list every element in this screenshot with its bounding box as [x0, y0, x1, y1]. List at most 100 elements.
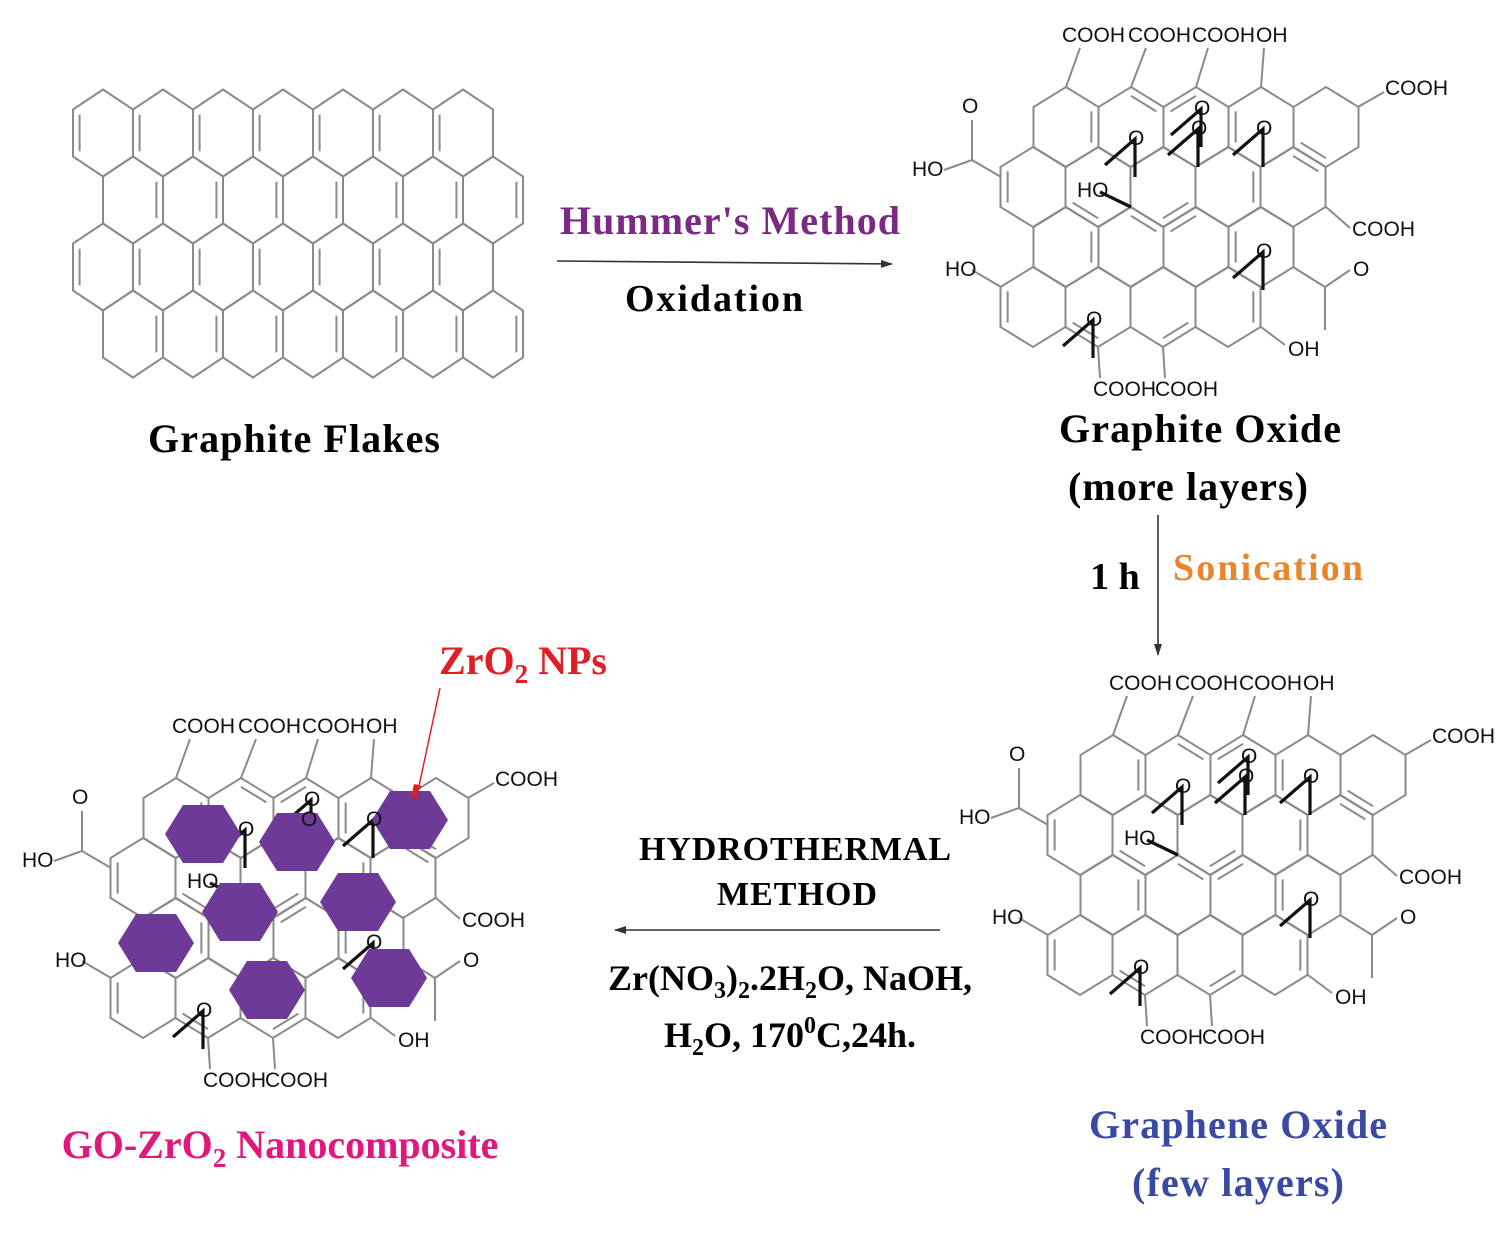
go-zro2-structure: [53, 738, 495, 1070]
bond: [1242, 695, 1256, 736]
bond: [467, 782, 495, 799]
zro2-nanoparticle: [259, 813, 335, 871]
double-bond: [1130, 214, 1157, 233]
functional-group-label: COOH: [265, 1069, 328, 1092]
functional-group-label: COOH: [1192, 24, 1255, 47]
bond: [1292, 266, 1326, 288]
bond: [971, 269, 1002, 288]
bond: [1209, 994, 1213, 1027]
double-bond: [1217, 742, 1244, 761]
double-bond: [272, 1012, 299, 1031]
double-bond: [1162, 201, 1189, 220]
bond: [1404, 739, 1432, 756]
epoxide-bond: [1213, 773, 1247, 815]
epoxide-oxygen: O: [366, 931, 382, 954]
functional-group-label: HO: [992, 906, 1024, 929]
carbon-ring: [1097, 205, 1165, 289]
bond: [1325, 206, 1351, 229]
double-bond: [1170, 94, 1197, 113]
functional-group-label: COOH: [302, 715, 365, 738]
zro2-nanoparticle: [165, 805, 241, 863]
double-bond: [1292, 154, 1319, 173]
graphite-ring: [342, 289, 404, 379]
bond: [1097, 346, 1101, 379]
functional-group-label: COOH: [1093, 378, 1156, 401]
graphite-oxide-structure: [943, 47, 1385, 379]
hummers-method-label: Hummer's Method: [560, 198, 900, 243]
carbon-ring: [1144, 853, 1212, 937]
carbon-ring: [1176, 793, 1244, 877]
bond: [943, 159, 973, 171]
zro2-nanoparticle: [372, 791, 448, 849]
graphite-oxide-label: Graphite Oxide: [1059, 406, 1341, 451]
functional-group-label: O: [962, 95, 978, 118]
epoxide-oxygen: O: [1194, 97, 1210, 120]
epoxide-oxygen: O: [366, 808, 382, 831]
functional-group-label: HO: [959, 806, 991, 829]
carbon-ring: [1292, 85, 1360, 169]
epoxide-bond: [1278, 896, 1312, 938]
carbon-ring: [999, 265, 1067, 349]
functional-group-label: COOH: [1128, 24, 1191, 47]
zro2-nanoparticle: [320, 873, 396, 931]
epoxide-oxygen: O: [1191, 117, 1207, 140]
double-bond: [1347, 789, 1374, 808]
carbon-ring: [1046, 913, 1114, 997]
functional-group-label: HO: [1077, 179, 1109, 202]
zro2-nanoparticle: [229, 961, 305, 1019]
carbon-ring: [1129, 145, 1197, 229]
bond: [53, 850, 83, 862]
bond: [971, 159, 1002, 178]
double-bond: [1072, 201, 1099, 220]
bond: [1162, 346, 1166, 379]
double-bond: [1217, 862, 1244, 881]
epoxide-oxygen: O: [1303, 888, 1319, 911]
bond: [370, 738, 375, 779]
carbon-ring: [1032, 85, 1100, 169]
bond: [1260, 47, 1265, 88]
functional-group-label: HO: [945, 258, 977, 281]
method-label: METHOD: [717, 876, 877, 913]
zro2-nanoparticle: [351, 949, 427, 1007]
graphite-flakes-label: Graphite Flakes: [148, 416, 440, 461]
epoxide-bond: [1169, 105, 1203, 147]
carbon-ring: [1032, 205, 1100, 289]
functional-group-label: COOH: [1175, 672, 1238, 695]
functional-group-label: COOH: [1202, 1026, 1265, 1049]
bond: [1372, 854, 1398, 877]
functional-group-label: HO: [912, 158, 944, 181]
bond: [1144, 994, 1148, 1027]
bond: [207, 1037, 211, 1070]
graphite-ring: [462, 289, 524, 379]
epoxide-bond: [1166, 125, 1200, 167]
bond: [1112, 695, 1128, 736]
bond: [1177, 695, 1194, 736]
double-bond: [1177, 862, 1204, 881]
epoxide-bond: [171, 1007, 205, 1049]
functional-group-label: COOH: [1140, 1026, 1203, 1049]
graphene-oxide-label: Graphene Oxide: [1089, 1102, 1387, 1147]
double-bond: [280, 905, 307, 924]
double-bond: [1130, 94, 1157, 113]
functional-group-label: OH: [1256, 24, 1288, 47]
carbon-ring: [1079, 853, 1147, 937]
bond: [175, 738, 191, 779]
epoxide-oxygen: O: [301, 808, 317, 831]
functional-group-label: COOH: [1109, 672, 1172, 695]
reagents-line-1: Zr(NO3)2.2H2O, NaOH,: [608, 958, 972, 1004]
graphite-ring: [282, 289, 344, 379]
carbon-ring: [1209, 853, 1277, 937]
functional-group-label: COOH: [238, 715, 301, 738]
functional-group-label: COOH: [495, 768, 558, 791]
double-bond: [402, 845, 429, 864]
double-bond: [1209, 849, 1236, 868]
graphite-ring: [402, 289, 464, 379]
bond: [272, 1037, 276, 1070]
bond: [81, 850, 112, 869]
bond: [1065, 47, 1081, 88]
graphite-oxide-sublabel: (more layers): [1068, 464, 1308, 509]
sonication-time-label: 1 h: [1090, 556, 1140, 598]
